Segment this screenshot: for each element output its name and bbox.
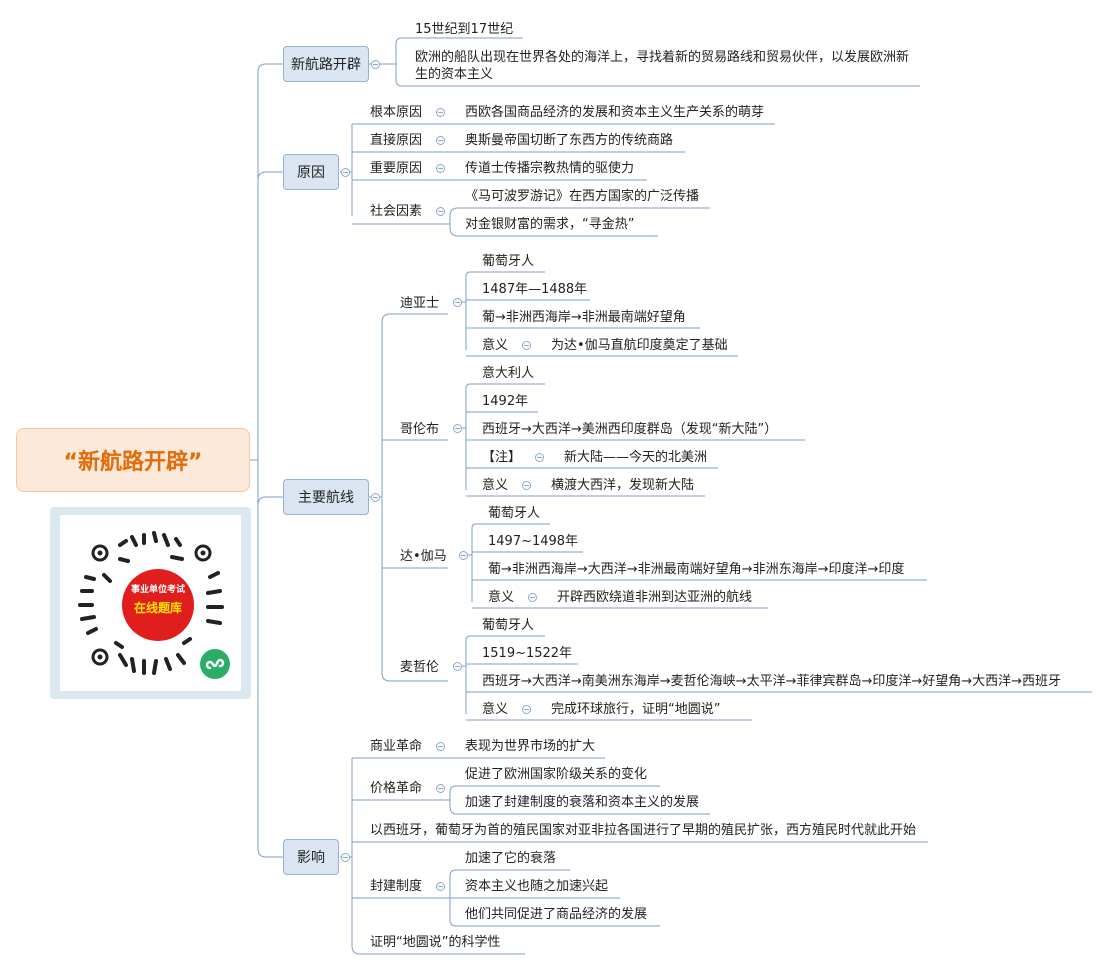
collapse-toggle-icon[interactable] <box>371 60 380 69</box>
topic-label: 影响 <box>297 850 325 866</box>
note-text[interactable]: 新大陆——今天的北美洲 <box>564 450 708 465</box>
root-cause-value[interactable]: 西欧各国商品经济的发展和资本主义生产关系的萌芽 <box>465 105 765 120</box>
collapse-toggle-icon[interactable] <box>535 453 544 462</box>
years-text[interactable]: 1519~1522年 <box>482 646 573 661</box>
route-text[interactable]: 葡→非洲西海岸→大西洋→非洲最南端好望角→非洲东海岸→印度洋→印度 <box>488 562 905 577</box>
collapse-toggle-icon[interactable] <box>436 207 445 216</box>
root-cause-label[interactable]: 根本原因 <box>370 105 423 120</box>
meaning-text[interactable]: 为达•伽马直航印度奠定了基础 <box>551 338 728 353</box>
nationality-text[interactable]: 葡萄牙人 <box>482 254 535 269</box>
price-revolution-value[interactable]: 加速了封建制度的衰落和资本主义的发展 <box>465 795 700 810</box>
collapse-toggle-icon[interactable] <box>453 298 462 307</box>
nationality-text[interactable]: 意大利人 <box>482 366 535 381</box>
collapse-toggle-icon[interactable] <box>528 593 537 602</box>
qr-pattern <box>78 531 224 675</box>
collapse-toggle-icon[interactable] <box>436 882 445 891</box>
price-revolution-value[interactable]: 促进了欧洲国家阶级关系的变化 <box>465 767 648 782</box>
collapse-toggle-icon[interactable] <box>522 481 531 490</box>
important-cause-label[interactable]: 重要原因 <box>370 161 423 176</box>
collapse-toggle-icon[interactable] <box>436 742 445 751</box>
topic-label: 主要航线 <box>298 490 354 506</box>
mini-program-icon <box>200 649 230 679</box>
topic-new-routes[interactable]: 新航路开辟 <box>283 46 369 82</box>
collapse-toggle-icon[interactable] <box>522 705 531 714</box>
meaning-label[interactable]: 意义 <box>482 702 509 717</box>
route-text[interactable]: 西班牙→大西洋→南美洲东海岸→麦哲伦海峡→太平洋→菲律宾群岛→印度洋→好望角→大… <box>482 674 1062 689</box>
years-text[interactable]: 1492年 <box>482 394 529 409</box>
period-text[interactable]: 15世纪到17世纪 <box>415 22 514 37</box>
navigator-dias[interactable]: 迪亚士 <box>400 296 440 311</box>
collapse-toggle-icon[interactable] <box>436 136 445 145</box>
collapse-toggle-icon[interactable] <box>436 108 445 117</box>
feudal-system-value[interactable]: 加速了它的衰落 <box>465 851 557 866</box>
navigator-gama[interactable]: 达•伽马 <box>400 549 447 564</box>
meaning-text[interactable]: 横渡大西洋，发现新大陆 <box>551 478 695 493</box>
nationality-text[interactable]: 葡萄牙人 <box>488 506 541 521</box>
qr-code-image: 事业单位考试 在线题库 <box>60 515 241 691</box>
qr-caption-small: 事业单位考试 <box>130 585 185 595</box>
meaning-text[interactable]: 开辟西欧绕道非洲到达亚洲的航线 <box>557 590 753 605</box>
commerce-revolution-value[interactable]: 表现为世界市场的扩大 <box>465 739 596 754</box>
direct-cause-label[interactable]: 直接原因 <box>370 133 423 148</box>
topic-label: 新航路开辟 <box>291 57 361 73</box>
collapse-toggle-icon[interactable] <box>371 493 380 502</box>
social-factor-value[interactable]: 《马可波罗游记》在西方国家的广泛传播 <box>465 189 700 204</box>
collapse-toggle-icon[interactable] <box>522 341 531 350</box>
collapse-toggle-icon[interactable] <box>436 164 445 173</box>
years-text[interactable]: 1497~1498年 <box>488 534 579 549</box>
route-text[interactable]: 葡→非洲西海岸→非洲最南端好望角 <box>482 310 686 325</box>
collapse-toggle-icon[interactable] <box>459 551 468 560</box>
collapse-toggle-icon[interactable] <box>436 784 445 793</box>
proof-text[interactable]: 证明“地圆说”的科学性 <box>370 935 501 950</box>
feudal-system-value[interactable]: 他们共同促进了商品经济的发展 <box>465 907 648 922</box>
meaning-label[interactable]: 意义 <box>482 478 509 493</box>
qr-code-frame[interactable]: 事业单位考试 在线题库 <box>50 507 251 699</box>
feudal-system-value[interactable]: 资本主义也随之加速兴起 <box>465 879 609 894</box>
topic-causes[interactable]: 原因 <box>283 154 339 190</box>
commerce-revolution-label[interactable]: 商业革命 <box>370 739 423 754</box>
colonial-expansion-text[interactable]: 以西班牙，葡萄牙为首的殖民国家对亚非拉各国进行了早期的殖民扩张，西方殖民时代就此… <box>370 823 917 838</box>
collapse-toggle-icon[interactable] <box>341 853 350 862</box>
root-title: “新航路开辟” <box>63 450 203 475</box>
topic-impact[interactable]: 影响 <box>283 839 339 875</box>
navigator-magellan[interactable]: 麦哲伦 <box>400 660 440 675</box>
collapse-toggle-icon[interactable] <box>341 168 350 177</box>
qr-center-badge: 事业单位考试 在线题库 <box>122 569 194 641</box>
root-topic[interactable]: “新航路开辟” <box>16 428 250 492</box>
description-text[interactable]: 欧洲的船队出现在世界各处的海洋上，寻找着新的贸易路线和贸易伙伴，以发展欧洲新生的… <box>415 50 910 82</box>
important-cause-value[interactable]: 传道士传播宗教热情的驱使力 <box>465 161 635 176</box>
note-label[interactable]: 【注】 <box>482 450 522 465</box>
topic-label: 原因 <box>297 165 325 181</box>
years-text[interactable]: 1487年—1488年 <box>482 282 588 297</box>
collapse-toggle-icon[interactable] <box>453 662 462 671</box>
collapse-toggle-icon[interactable] <box>453 424 462 433</box>
social-factor-value[interactable]: 对金银财富的需求，“寻金热” <box>465 217 635 232</box>
qr-caption-large: 在线题库 <box>133 601 182 615</box>
route-text[interactable]: 西班牙→大西洋→美洲西印度群岛（发现“新大陆”） <box>482 422 778 437</box>
direct-cause-value[interactable]: 奥斯曼帝国切断了东西方的传统商路 <box>465 133 674 148</box>
meaning-label[interactable]: 意义 <box>482 338 509 353</box>
feudal-system-label[interactable]: 封建制度 <box>370 879 423 894</box>
meaning-label[interactable]: 意义 <box>488 590 515 605</box>
navigator-columbus[interactable]: 哥伦布 <box>400 422 440 437</box>
meaning-text[interactable]: 完成环球旅行，证明“地圆说” <box>551 702 721 717</box>
nationality-text[interactable]: 葡萄牙人 <box>482 618 535 633</box>
price-revolution-label[interactable]: 价格革命 <box>370 781 423 796</box>
social-factor-label[interactable]: 社会因素 <box>370 204 423 219</box>
topic-main-routes[interactable]: 主要航线 <box>283 479 369 515</box>
